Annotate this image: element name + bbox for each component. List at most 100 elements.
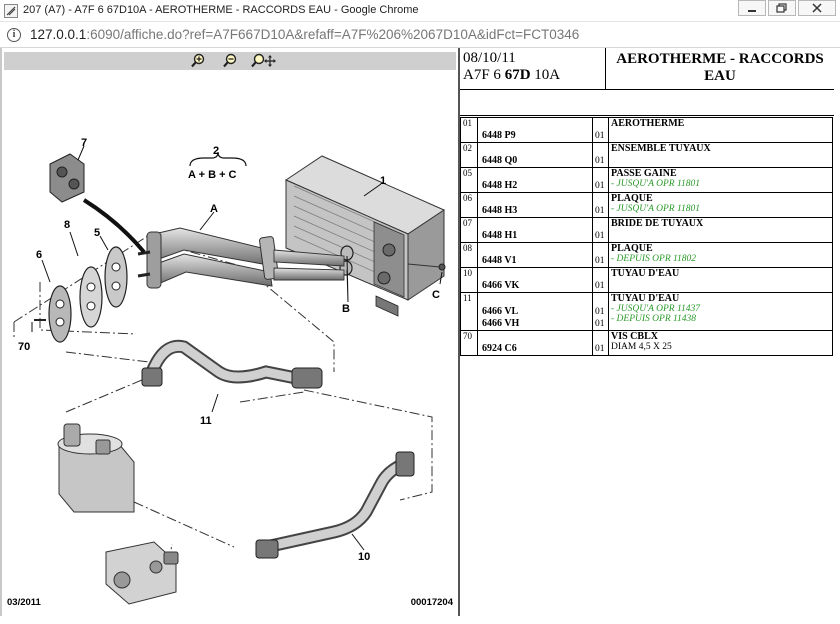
- part-reference[interactable]: 6924 C6: [477, 330, 593, 356]
- egr-cooler: [57, 423, 135, 513]
- part-description: AEROTHERME: [608, 117, 833, 143]
- part-note: - DEPUIS OPR 11438: [611, 314, 697, 324]
- callout-b: B: [342, 303, 350, 315]
- part-spec: DIAM 4,5 X 25: [611, 342, 672, 352]
- part-quantity: 01: [592, 242, 609, 268]
- part-name: PASSE GAINE: [611, 168, 677, 179]
- info-icon[interactable]: i: [7, 28, 21, 42]
- part-ref-value[interactable]: 6448 V1: [482, 255, 517, 266]
- zoom-toolbar: [4, 52, 456, 70]
- header-date: 08/10/11: [463, 50, 516, 66]
- restore-icon: [776, 3, 787, 13]
- part-ref-value[interactable]: 6448 Q0: [482, 155, 518, 166]
- app-icon: [4, 4, 18, 18]
- url-text[interactable]: 127.0.0.1:6090/affiche.do?ref=A7F667D10A…: [30, 27, 579, 42]
- part-number: 06: [460, 192, 478, 218]
- next-page-strip: [0, 616, 840, 624]
- part-qty-value: 01: [595, 181, 605, 191]
- part-name: PLAQUE: [611, 243, 653, 254]
- part-quantity: 01: [592, 167, 609, 193]
- address-bar[interactable]: i 127.0.0.1:6090/affiche.do?ref=A7F667D1…: [0, 22, 840, 48]
- callout-2-sub: A + B + C: [188, 169, 237, 181]
- screw-c: [438, 263, 446, 271]
- part-ref-value[interactable]: 6448 H1: [482, 230, 518, 241]
- part-ref-value[interactable]: 6448 H2: [482, 180, 518, 191]
- exploded-diagram: 1 2 A + B + C A 5 8 6 7 B C 70 11 10: [13, 137, 446, 605]
- part-quantity: 01: [592, 142, 609, 168]
- part-qty-value: 01: [595, 131, 605, 141]
- callout-7: 7: [81, 137, 87, 149]
- part-name: PLAQUE: [611, 193, 653, 204]
- part-number: 05: [460, 167, 478, 193]
- part-reference[interactable]: 6448 H2: [477, 167, 593, 193]
- plate-8: [79, 266, 103, 328]
- close-icon: [812, 3, 822, 13]
- callout-10: 10: [358, 551, 370, 563]
- part-reference[interactable]: 6448 H3: [477, 192, 593, 218]
- close-button[interactable]: [798, 0, 836, 16]
- diagram-panel: 1 2 A + B + C A 5 8 6 7 B C 70 11 10 03/…: [0, 48, 458, 616]
- minimize-icon: [748, 10, 756, 12]
- callout-1: 1: [380, 175, 386, 187]
- part-qty-value: 01: [595, 231, 605, 241]
- zoom-out-button[interactable]: [222, 53, 240, 69]
- zoom-pan-button[interactable]: [250, 53, 278, 69]
- part-note: - JUSQU'A OPR 11801: [611, 179, 701, 189]
- grommet-5: [104, 246, 128, 308]
- part-ref-value[interactable]: 6448 H3: [482, 205, 518, 216]
- part-ref-value[interactable]: 6448 P9: [482, 130, 516, 141]
- callout-11: 11: [200, 415, 212, 427]
- minimize-button[interactable]: [738, 0, 766, 16]
- parts-row[interactable]: 05 6448 H2 01 PASSE GAINE- JUSQU'A OPR 1180…: [460, 167, 833, 193]
- window-titlebar: 207 (A7) - A7F 6 67D10A - AEROTHERME - R…: [0, 0, 840, 22]
- part-ref-value[interactable]: 6466 VH: [482, 318, 520, 329]
- part-reference[interactable]: 6448 H1: [477, 217, 593, 243]
- diagram-code: 00017204: [410, 597, 453, 608]
- part-name: TUYAU D'EAU: [611, 268, 680, 279]
- part-ref-value[interactable]: 6466 VL: [482, 306, 519, 317]
- part-reference[interactable]: 6466 VK: [477, 267, 593, 293]
- callout-70: 70: [18, 341, 30, 353]
- part-qty-value: 01: [595, 307, 605, 317]
- header-model: A7F 6 67D 10A: [463, 67, 561, 83]
- parts-panel: 08/10/11 A7F 6 67D 10A AEROTHERME - RACC…: [458, 48, 840, 616]
- header-info: 08/10/11 A7F 6 67D 10A: [463, 50, 560, 84]
- callout-a: A: [210, 203, 218, 215]
- part-name: AEROTHERME: [611, 118, 685, 129]
- url-path: :6090/affiche.do?ref=A7F667D10A&refaff=A…: [86, 27, 580, 42]
- part-description: PLAQUE- DEPUIS OPR 11802: [608, 242, 833, 268]
- part-number: 02: [460, 142, 478, 168]
- part-ref-value[interactable]: 6924 C6: [482, 343, 517, 354]
- part-ref-value[interactable]: 6466 VK: [482, 280, 520, 291]
- header-title: AEROTHERME - RACCORDS EAU: [616, 51, 824, 84]
- part-qty-value: 01: [595, 319, 605, 329]
- part-reference[interactable]: 6448 P9: [477, 117, 593, 143]
- part-name: BRIDE DE TUYAUX: [611, 218, 704, 229]
- part-number: 11: [460, 292, 478, 331]
- parts-header: 08/10/11 A7F 6 67D 10A AEROTHERME - RACC…: [460, 48, 834, 90]
- part-number: 10: [460, 267, 478, 293]
- window-controls: [736, 0, 836, 16]
- part-description: ENSEMBLE TUYAUX: [608, 142, 833, 168]
- part-description: TUYAU D'EAU: [608, 267, 833, 293]
- part-reference[interactable]: 6448 V1: [477, 242, 593, 268]
- callout-5: 5: [94, 227, 100, 239]
- restore-button[interactable]: [768, 0, 796, 16]
- part-qty-value: 01: [595, 256, 605, 266]
- zoom-in-button[interactable]: [190, 53, 208, 69]
- part-reference[interactable]: 6448 Q0: [477, 142, 593, 168]
- callout-c: C: [432, 289, 440, 301]
- part-quantity: 01: [592, 117, 609, 143]
- pipe-assembly-a: [137, 227, 345, 289]
- window-title: 207 (A7) - A7F 6 67D10A - AEROTHERME - R…: [23, 4, 419, 16]
